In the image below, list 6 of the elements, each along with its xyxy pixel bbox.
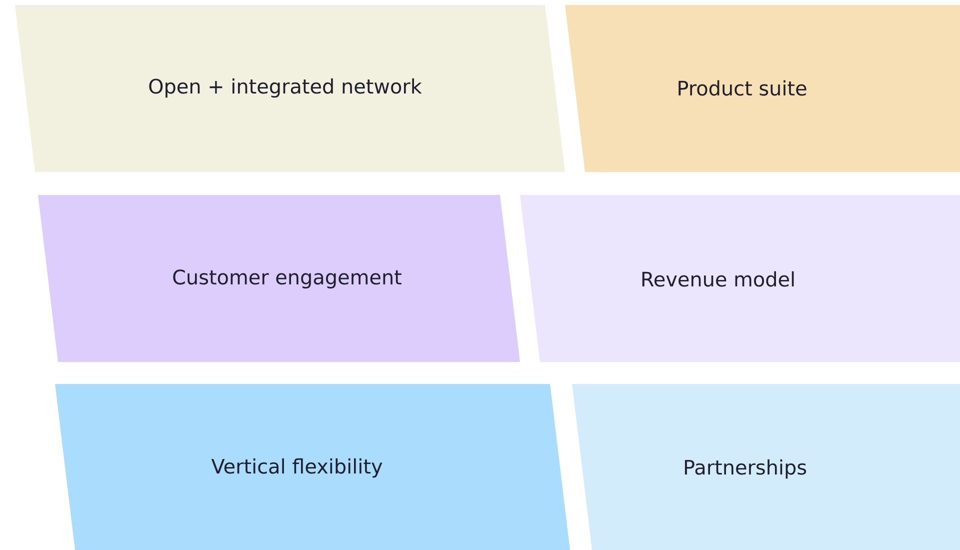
panel: Revenue model: [520, 195, 960, 362]
panel: Partnerships: [572, 384, 960, 550]
panel: Vertical flexibility: [55, 384, 570, 550]
panel: Product suite: [565, 5, 960, 172]
panel: Open + integrated network: [15, 5, 565, 172]
panel: Customer engagement: [38, 195, 520, 362]
